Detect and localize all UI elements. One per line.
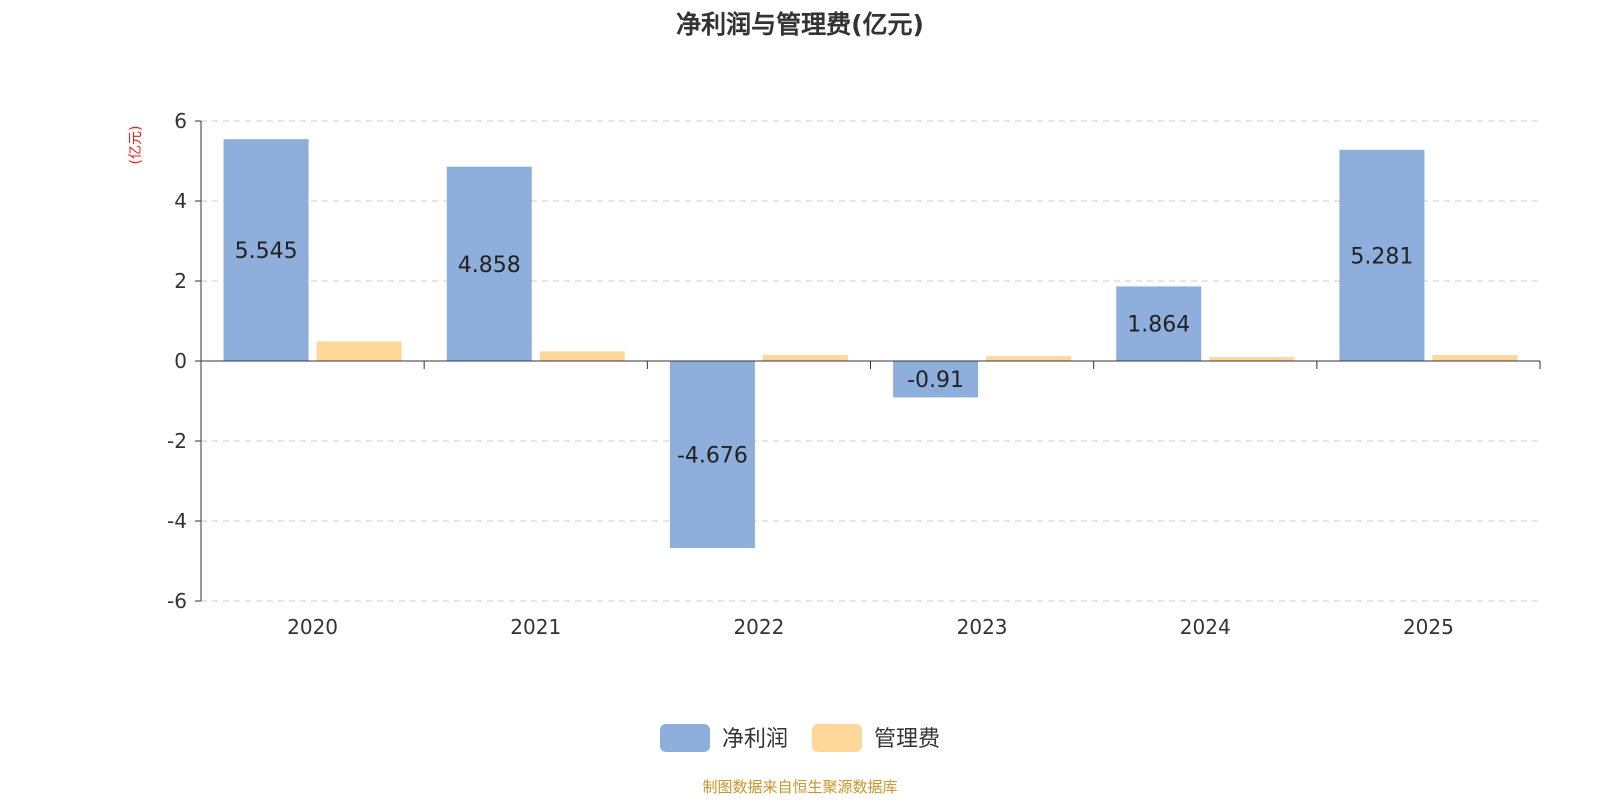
legend-label[interactable]: 管理费 bbox=[874, 727, 940, 752]
bar-mgmt-fee bbox=[1432, 355, 1518, 361]
data-label: -0.91 bbox=[907, 368, 964, 393]
data-label: -4.676 bbox=[677, 444, 748, 469]
bar-net-profit bbox=[669, 361, 755, 549]
x-tick-label: 2025 bbox=[1403, 615, 1454, 639]
data-label: 4.858 bbox=[458, 253, 521, 278]
data-label: 5.281 bbox=[1350, 244, 1413, 269]
bar-mgmt-fee bbox=[539, 351, 625, 361]
legend-swatch[interactable] bbox=[660, 724, 710, 752]
data-label: 1.864 bbox=[1127, 313, 1190, 338]
data-label: 5.545 bbox=[235, 239, 298, 264]
bar-net-profit bbox=[446, 166, 532, 361]
y-tick-label: 2 bbox=[174, 269, 187, 293]
bar-mgmt-fee bbox=[762, 355, 848, 361]
y-tick-label: 4 bbox=[174, 189, 187, 213]
y-axis-label: (亿元) bbox=[128, 126, 144, 165]
bar-net-profit bbox=[1339, 149, 1425, 361]
x-tick-label: 2021 bbox=[510, 615, 561, 639]
bar-net-profit bbox=[223, 139, 309, 361]
y-tick-label: -2 bbox=[167, 429, 187, 453]
x-tick-label: 2020 bbox=[287, 615, 338, 639]
legend-swatch[interactable] bbox=[812, 724, 862, 752]
y-tick-label: 0 bbox=[174, 349, 187, 373]
legend-label[interactable]: 净利润 bbox=[722, 727, 788, 752]
bar-net-profit bbox=[1116, 286, 1202, 361]
bar-net-profit bbox=[893, 361, 979, 398]
bar-mgmt-fee bbox=[1209, 357, 1295, 361]
chart-title: 净利润与管理费(亿元) bbox=[676, 10, 924, 39]
y-tick-label: -6 bbox=[167, 589, 187, 613]
bar-mgmt-fee bbox=[316, 341, 402, 361]
y-tick-label: -4 bbox=[167, 509, 187, 533]
x-tick-label: 2022 bbox=[733, 615, 784, 639]
source-note: 制图数据来自恒生聚源数据库 bbox=[702, 778, 897, 796]
x-tick-label: 2023 bbox=[957, 615, 1008, 639]
y-tick-label: 6 bbox=[174, 109, 187, 133]
x-tick-label: 2024 bbox=[1180, 615, 1231, 639]
bar-mgmt-fee bbox=[986, 356, 1072, 361]
